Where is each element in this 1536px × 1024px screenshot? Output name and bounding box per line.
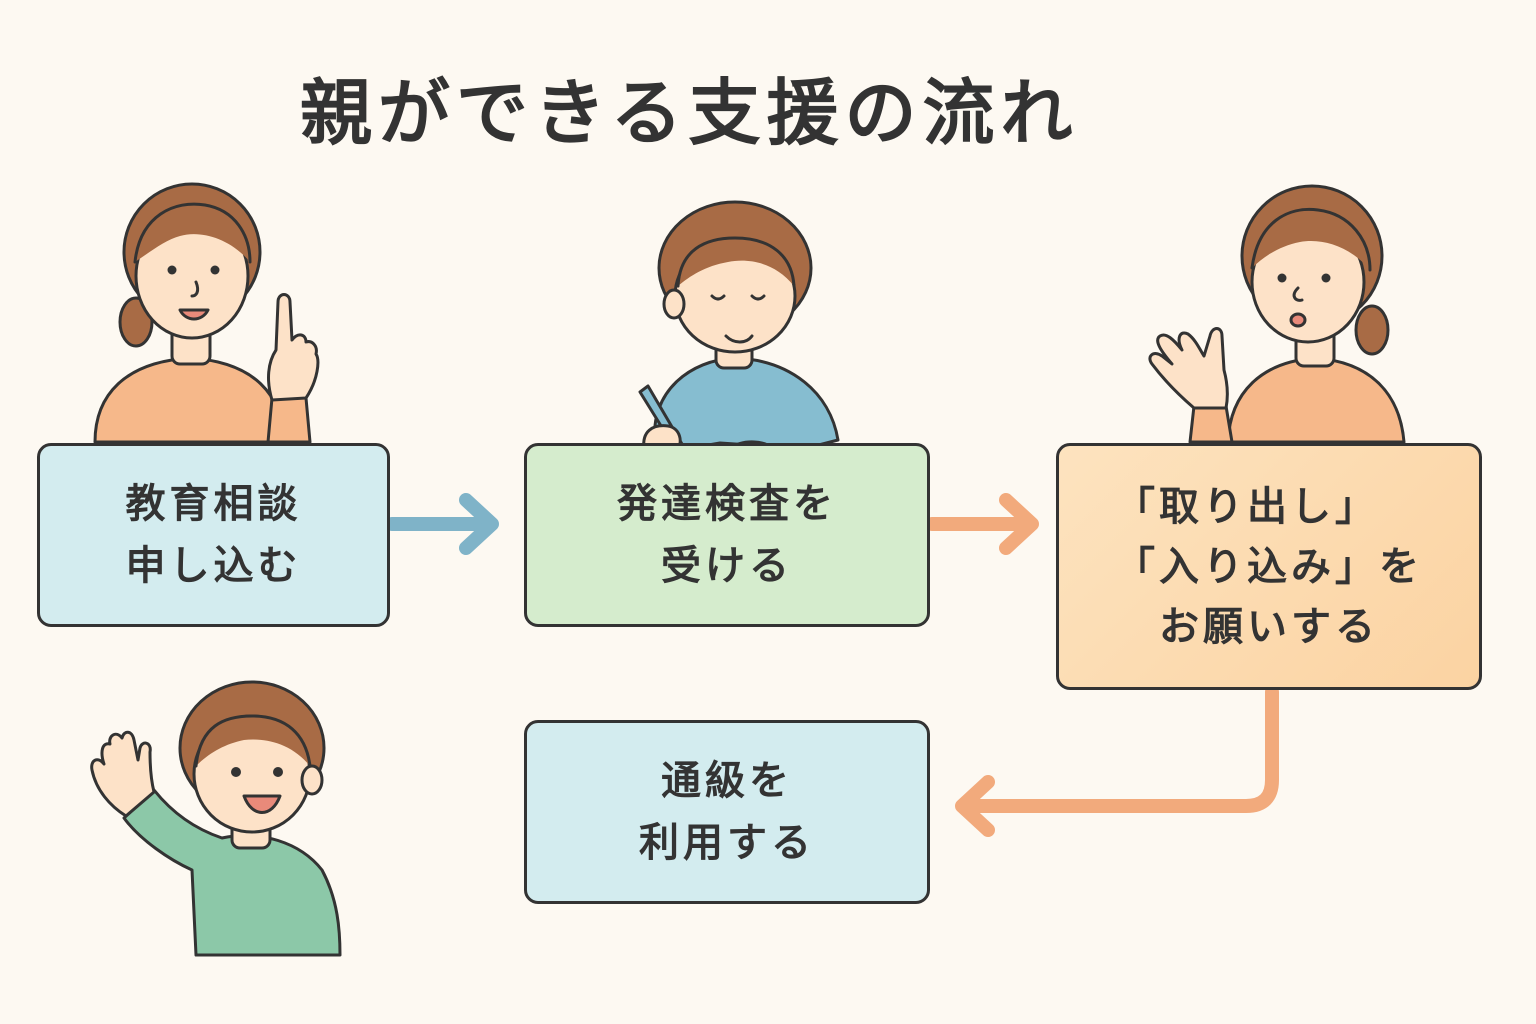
step-consult-box: 教育相談 申し込む [37, 443, 390, 627]
step-test-line-1: 発達検査を [617, 481, 837, 527]
page-title: 親ができる支援の流れ [300, 71, 1079, 155]
arrow-consult-to-test [385, 493, 499, 555]
step-consult-line-1: 教育相談 [125, 481, 302, 527]
step-request-line-3: お願いする [1159, 603, 1379, 650]
child-waving-figure [90, 680, 342, 957]
arrow-test-to-request [925, 493, 1039, 555]
step-tsukyu-line-2: 利用する [639, 820, 815, 866]
step-consult-line-2: 申し込む [125, 543, 302, 589]
step-tsukyu-line-1: 通級を [661, 758, 793, 804]
mother-talking-figure [1148, 184, 1406, 444]
arrow-request-to-tsukyu [955, 685, 1279, 837]
step-test-box: 発達検査を 受ける [524, 443, 930, 627]
step-request-box: 「取り出し」 「入り込み」を お願いする [1056, 443, 1482, 690]
mother-pointing-figure [93, 182, 320, 444]
step-request-line-1: 「取り出し」 [1115, 483, 1379, 530]
step-request-line-2: 「入り込み」を [1115, 543, 1423, 590]
step-tsukyu-box: 通級を 利用する [524, 720, 930, 904]
child-writing-figure [638, 200, 840, 472]
step-test-line-2: 受ける [661, 543, 793, 589]
